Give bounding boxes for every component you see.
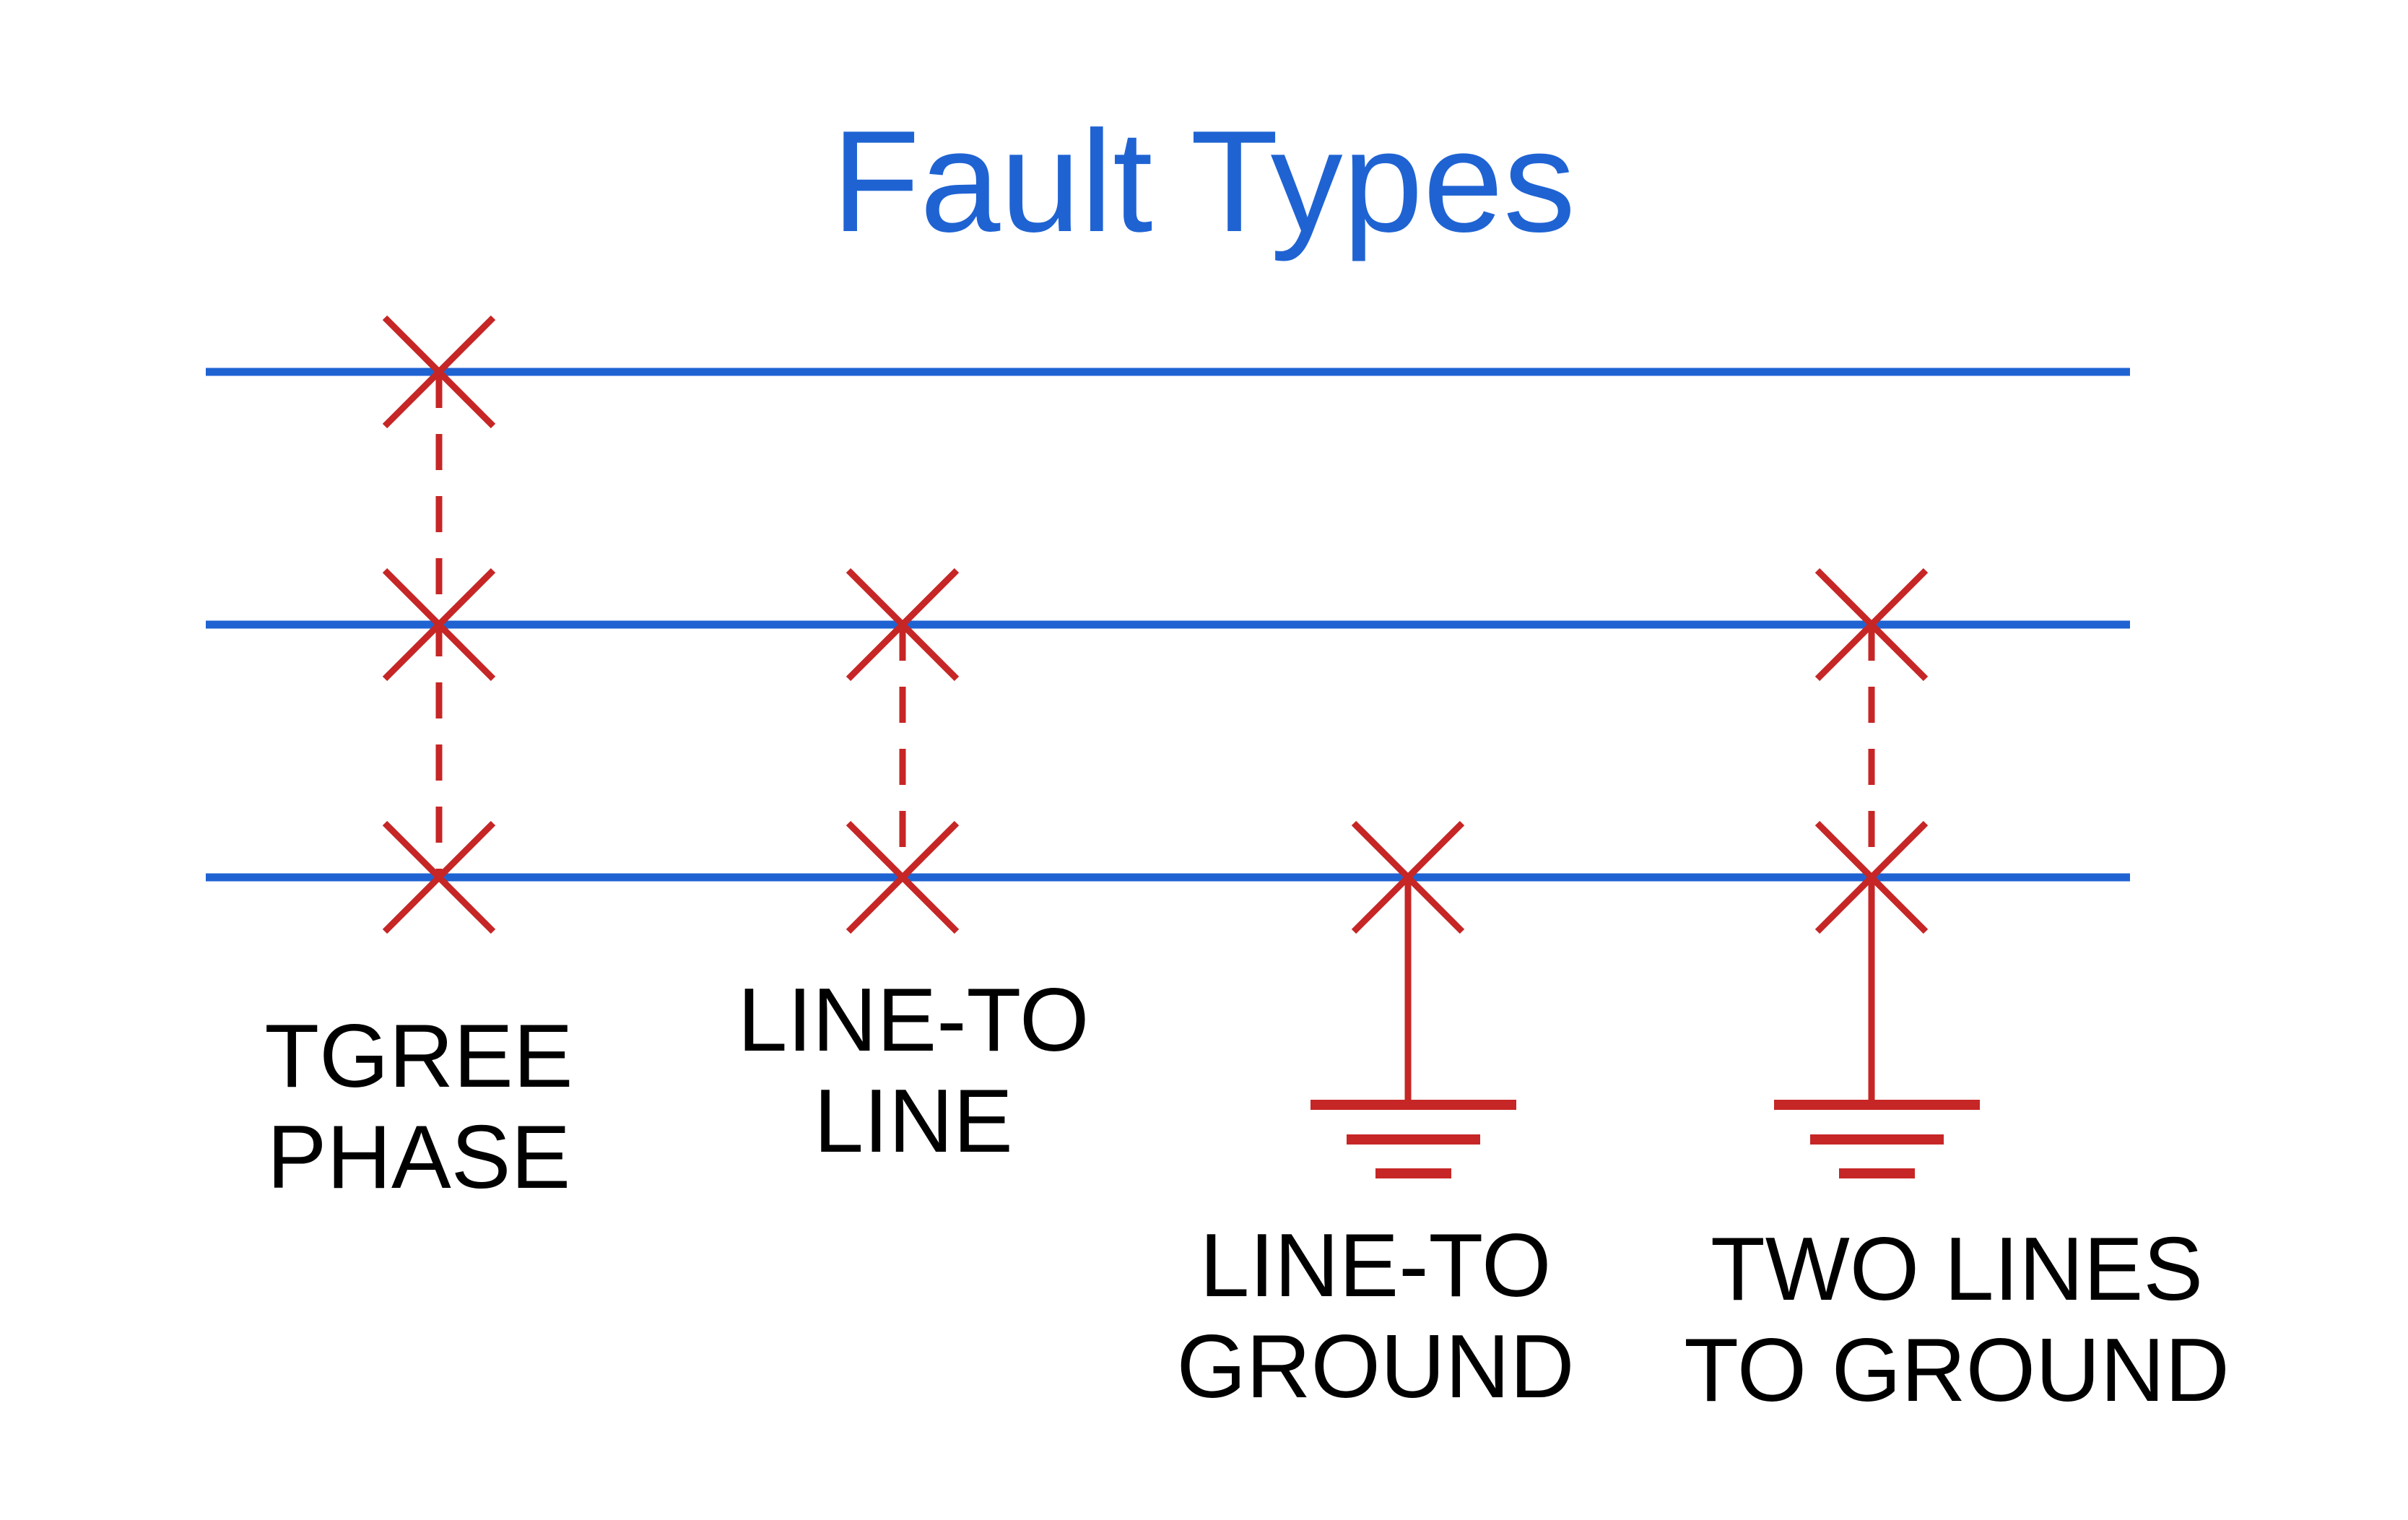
fault-label-line-2: LINE [814, 1072, 1013, 1171]
fault-label-line-1: LINE-TO [1200, 1216, 1552, 1316]
fault-x-icon [382, 315, 496, 429]
fault-x-icon [846, 568, 960, 682]
fault-group-three-phase: TGREE PHASE [264, 315, 573, 1207]
fault-group-two-lines-to-ground: TWO LINES TO GROUND [1684, 568, 2230, 1420]
fault-group-line-to-ground: LINE-TO GROUND [1176, 820, 1575, 1417]
fault-x-icon [846, 820, 960, 934]
fault-x-icon [382, 820, 496, 934]
phase-lines [206, 368, 2130, 882]
ground-symbol-icon [1311, 877, 1516, 1178]
fault-label-line-2: TO GROUND [1684, 1321, 2230, 1420]
fault-x-icon [1814, 568, 1929, 682]
fault-label-line-2: PHASE [267, 1108, 570, 1207]
fault-label-line-1: LINE-TO [738, 970, 1090, 1070]
fault-label-line-1: TWO LINES [1711, 1220, 2203, 1319]
fault-label-line-2: GROUND [1176, 1317, 1574, 1417]
ground-symbol-icon [1774, 877, 1980, 1178]
fault-label-line-1: TGREE [264, 1007, 573, 1106]
diagram-title: Fault Types [832, 101, 1575, 262]
fault-group-line-to-line: LINE-TO LINE [738, 568, 1090, 1171]
fault-x-icon [382, 568, 496, 682]
